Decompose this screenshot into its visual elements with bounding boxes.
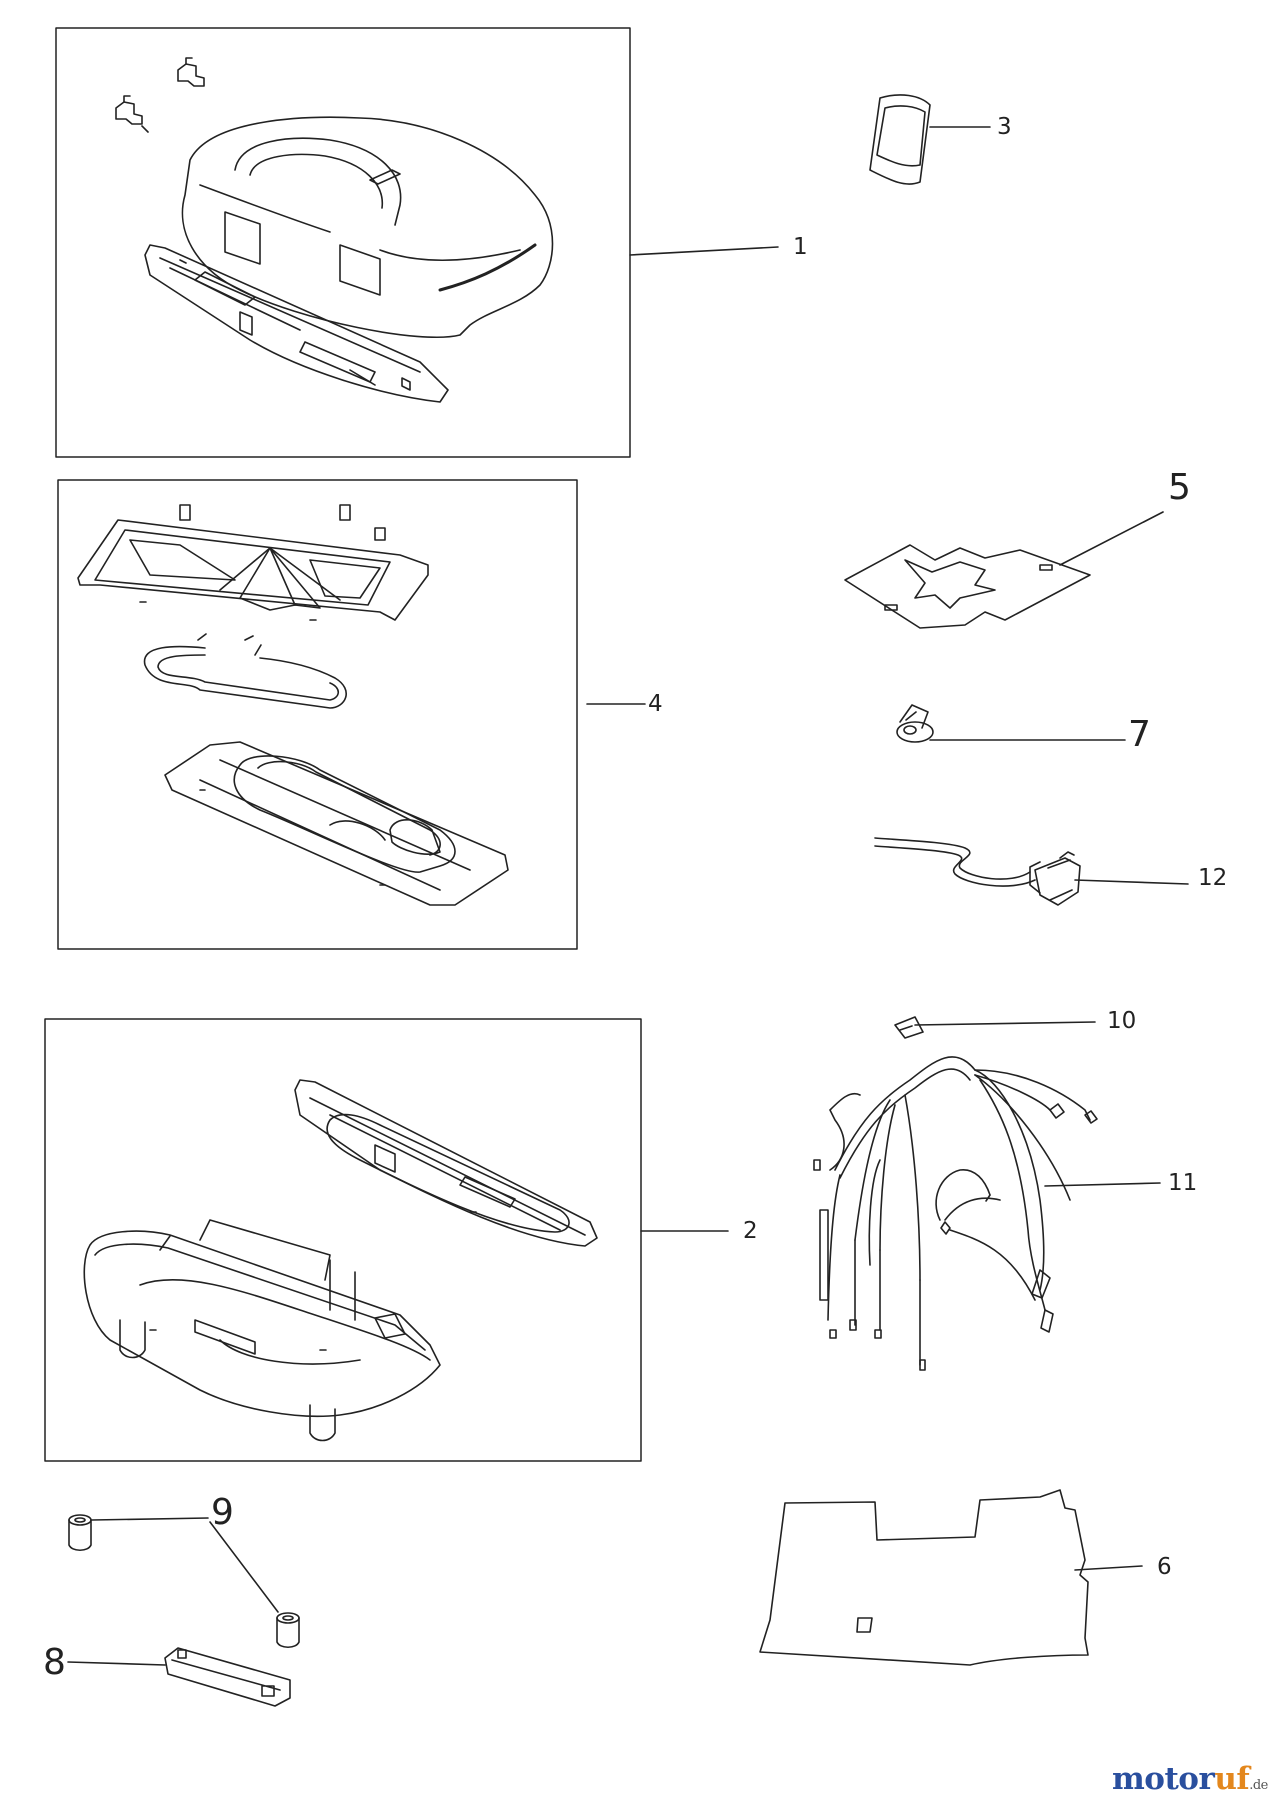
callout-4: 4 [648,691,663,717]
part-7-switch [896,704,934,743]
part-12-power-cord [874,837,1081,906]
brand-watermark: motoruf.de [1112,1761,1268,1797]
callout-7: 7 [1128,714,1151,755]
part-9-foot-right [276,1612,300,1649]
callout-12: 12 [1198,865,1228,891]
brand-part-1: motor [1112,1761,1215,1797]
part-5-pad [844,544,1091,629]
part-11-wiring-harness [813,1056,1098,1371]
callout-10: 10 [1107,1008,1137,1034]
leader-5 [1059,511,1164,566]
part-1-cover-assembly [115,57,554,403]
leader-10 [914,1021,1096,1026]
callout-11: 11 [1168,1170,1198,1196]
callout-2: 2 [743,1218,758,1244]
leader-9a [91,1517,209,1521]
leader-11 [1044,1182,1161,1187]
group-frame-4 [57,479,578,950]
callout-9: 9 [211,1492,234,1533]
part-3-flap [869,94,931,185]
leader-8 [67,1661,166,1666]
leader-6 [1074,1565,1143,1571]
group-frame-2 [44,1018,642,1462]
part-2-base-assembly [83,1079,598,1442]
leader-9b [209,1521,279,1613]
callout-5: 5 [1168,467,1191,508]
brand-part-2: uf [1214,1761,1250,1797]
callout-3: 3 [997,114,1012,140]
part-9-foot-left [68,1514,92,1552]
callout-6: 6 [1157,1554,1172,1580]
callout-1: 1 [793,234,808,260]
part-4-internal-assembly [77,504,509,906]
group-frame-1 [55,27,631,458]
part-8-bracket [164,1647,291,1707]
part-6-gasket [759,1489,1089,1666]
callout-8: 8 [43,1642,66,1683]
leader-12 [1074,879,1189,885]
leader-1 [629,246,779,256]
brand-domain: .de [1249,1778,1268,1793]
part-10-clip [894,1016,924,1039]
